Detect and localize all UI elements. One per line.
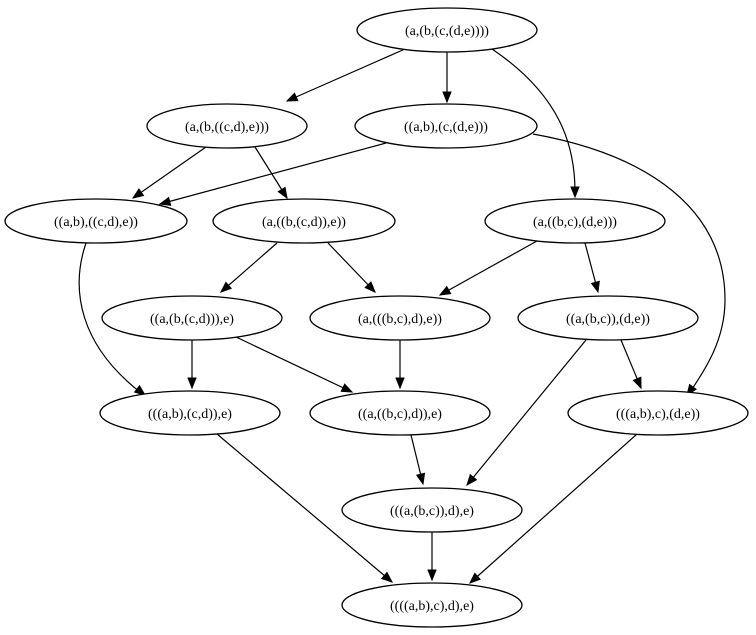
- node-label: (a,((b,c),(d,e))): [533, 215, 617, 230]
- node-label: (((a,b),c),(d,e)): [616, 407, 700, 422]
- edge-n4-n7: [327, 242, 376, 293]
- edge-n8-n11: [620, 339, 642, 390]
- edge-n4-n6: [219, 242, 278, 293]
- node-n0: (a,(b,(c,(d,e)))): [356, 7, 538, 53]
- arrowhead-icon: [395, 377, 405, 390]
- arrowhead-icon: [285, 92, 299, 102]
- arrowhead-icon: [442, 91, 452, 104]
- arrowhead-icon: [131, 188, 145, 199]
- arrowhead-icon: [277, 186, 288, 200]
- node-label: (((a,(b,c)),d),e): [390, 504, 474, 519]
- node-ellipse: [341, 582, 523, 628]
- node-n2: ((a,b),(c,(d,e))): [354, 103, 538, 149]
- node-label: (a,(b,(c,(d,e)))): [405, 24, 489, 39]
- node-n8: ((a,(b,c)),(d,e)): [517, 295, 699, 341]
- edge-n5-n7: [438, 240, 538, 296]
- edge-line: [235, 336, 353, 393]
- edge-n0-n2: [442, 52, 452, 104]
- node-label: (a,(b,((c,d),e))): [185, 120, 269, 135]
- edge-n9-n13: [216, 433, 394, 583]
- edge-line: [466, 339, 587, 486]
- edge-n5-n8: [584, 242, 600, 294]
- arrowhead-icon: [632, 376, 642, 390]
- arrowhead-icon: [158, 196, 172, 206]
- arrowhead-icon: [590, 280, 600, 294]
- edge-line: [286, 48, 406, 102]
- node-ellipse: [341, 487, 523, 533]
- edge-line: [220, 242, 278, 293]
- node-n9: (((a,b),(c,d)),e): [99, 390, 281, 436]
- arrowhead-icon: [133, 384, 147, 396]
- edge-n0-n1: [285, 48, 406, 102]
- edge-n6-n9: [187, 340, 197, 390]
- node-n1: (a,(b,((c,d),e))): [146, 103, 308, 149]
- node-ellipse: [567, 390, 749, 436]
- arrowhead-icon: [438, 285, 452, 296]
- node-ellipse: [99, 390, 281, 436]
- edge-line: [491, 48, 576, 193]
- node-label: ((a,(b,c)),(d,e)): [566, 312, 650, 327]
- node-label: (((a,b),(c,d)),e): [148, 407, 232, 422]
- arrowhead-icon: [219, 281, 233, 293]
- edge-n6-n10: [235, 336, 354, 393]
- edge-n1-n3: [131, 146, 207, 199]
- arrowhead-icon: [570, 186, 580, 199]
- arrowhead-icon: [415, 472, 426, 486]
- edges-layer: [78, 48, 726, 584]
- node-n4: (a,((b,(c,d)),e)): [212, 198, 396, 244]
- node-ellipse: [4, 198, 188, 244]
- node-ellipse: [517, 295, 699, 341]
- node-ellipse: [309, 390, 491, 436]
- node-label: (a,((b,(c,d)),e)): [262, 215, 346, 230]
- edge-line: [216, 433, 393, 583]
- node-n11: (((a,b),c),(d,e)): [567, 390, 749, 436]
- edge-n12-n13: [427, 532, 437, 582]
- node-label: ((((a,b),c),d),e): [390, 599, 474, 614]
- edge-line: [532, 133, 726, 393]
- node-ellipse: [101, 295, 283, 341]
- node-ellipse: [212, 198, 396, 244]
- edge-line: [439, 240, 538, 296]
- edge-n0-n5: [491, 48, 580, 199]
- node-n5: (a,((b,c),(d,e))): [484, 198, 666, 244]
- arrowhead-icon: [340, 383, 354, 393]
- node-ellipse: [354, 103, 538, 149]
- edge-line: [327, 242, 376, 293]
- edge-line: [159, 142, 387, 205]
- edge-n2-n11: [532, 133, 726, 397]
- nodes-layer: (a,(b,(c,(d,e)))) (a,(b,((c,d),e))) ((a,b)…: [4, 7, 749, 628]
- node-n7: (a,(((b,c),d),e)): [309, 295, 491, 341]
- edge-line: [78, 242, 141, 393]
- arrowhead-icon: [380, 571, 394, 583]
- node-n6: ((a,(b,(c,d))),e): [101, 295, 283, 341]
- arrowhead-icon: [466, 473, 478, 487]
- node-label: (a,(((b,c),d),e)): [358, 312, 442, 327]
- node-n13: ((((a,b),c),d),e): [341, 582, 523, 628]
- edge-n7-n10: [395, 340, 405, 390]
- node-n12: (((a,(b,c)),d),e): [341, 487, 523, 533]
- edge-line: [469, 433, 638, 584]
- node-n10: ((a,((b,c),d)),e): [309, 390, 491, 436]
- node-n3: ((a,b),((c,d),e)): [4, 198, 188, 244]
- node-label: ((a,((b,c),d)),e): [358, 407, 442, 422]
- edge-n8-n12: [466, 339, 587, 487]
- edge-line: [132, 146, 207, 199]
- arrowhead-icon: [187, 377, 197, 390]
- arrowhead-icon: [468, 572, 481, 584]
- arrowhead-icon: [364, 281, 376, 293]
- node-ellipse: [309, 295, 491, 341]
- edge-n2-n3: [158, 142, 387, 206]
- edge-n3-n9: [78, 242, 147, 396]
- edge-n1-n4: [254, 146, 288, 200]
- node-label: ((a,(b,(c,d))),e): [150, 312, 234, 327]
- node-label: ((a,b),((c,d),e)): [54, 215, 138, 230]
- node-ellipse: [146, 103, 308, 149]
- edge-n11-n13: [468, 433, 638, 584]
- edge-n10-n12: [410, 434, 426, 486]
- node-ellipse: [356, 7, 538, 53]
- node-ellipse: [484, 198, 666, 244]
- node-label: ((a,b),(c,(d,e))): [404, 120, 488, 135]
- arrowhead-icon: [427, 569, 437, 582]
